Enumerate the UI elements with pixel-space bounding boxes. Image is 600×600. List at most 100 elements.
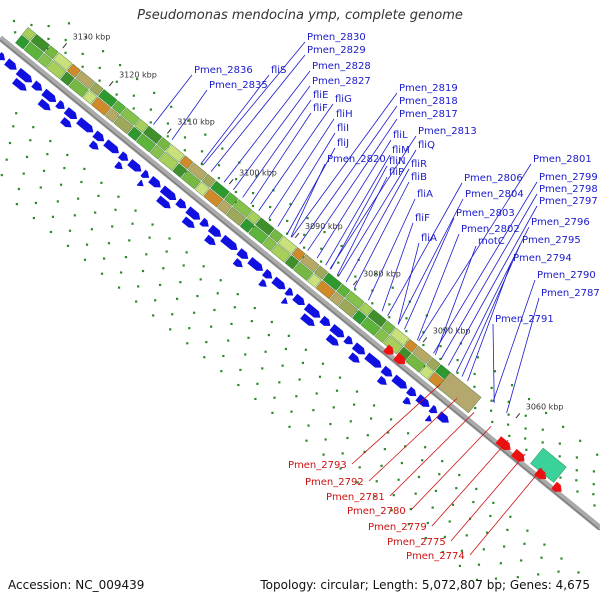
gc-dot [541, 441, 544, 444]
gene-label: motC [478, 236, 505, 247]
forward-gene-arrow [4, 58, 17, 70]
gc-dot [81, 52, 84, 56]
gc-dot [137, 285, 140, 288]
gc-dot [77, 197, 80, 200]
gc-dot [448, 520, 451, 523]
gc-dot [47, 24, 50, 28]
backbone [0, 35, 600, 531]
gc-dot [247, 336, 250, 339]
gc-dot [244, 353, 247, 356]
gene-label: Pmen_2779 [368, 522, 427, 533]
gc-dot [42, 169, 46, 172]
map-title: Pseudomonas mendocina ymp, complete geno… [137, 8, 463, 23]
forward-gene-arrow [60, 117, 72, 128]
gc-dot [338, 376, 342, 379]
gc-dot [390, 509, 393, 512]
gc-dot [391, 286, 394, 289]
gc-dot [540, 556, 543, 559]
reverse-gene-arrow [495, 436, 511, 451]
gc-dot [527, 397, 531, 401]
gc-dot [120, 271, 123, 274]
forward-gene-arrow [140, 169, 150, 178]
gc-dot [73, 214, 76, 217]
forward-gene-arrow [406, 386, 417, 397]
gc-dot [17, 187, 20, 191]
gc-dot [267, 333, 270, 337]
feature-band [246, 210, 261, 225]
forward-gene-arrow [319, 315, 331, 326]
gc-dot [203, 356, 206, 359]
gc-dot [271, 411, 274, 414]
gc-dot [124, 255, 128, 259]
gc-dot [168, 237, 171, 240]
forward-gene-arrow [127, 158, 142, 172]
forward-gene-arrow [391, 374, 408, 389]
feature-band [307, 273, 322, 288]
gc-dot [490, 386, 493, 390]
gc-dot [421, 459, 424, 462]
gene-label: Pmen_2802 [461, 224, 520, 235]
gc-dot [516, 576, 519, 579]
gc-dot [281, 364, 284, 367]
gene-label: fliG [335, 94, 352, 105]
gc-dot [46, 153, 49, 156]
gc-dot [383, 448, 386, 451]
reverse-gene-arrow [534, 467, 547, 480]
gene-label: fliF [415, 213, 430, 224]
feature-band [314, 265, 329, 280]
gc-dot [261, 367, 264, 370]
gc-dot [98, 66, 101, 69]
forward-gene-arrow [88, 140, 99, 150]
gene-label: fliR [411, 159, 427, 170]
gc-dot [84, 36, 88, 39]
gc-dot [370, 417, 373, 420]
gc-dot [166, 122, 170, 125]
forward-gene-arrow [402, 396, 411, 405]
forward-gene-arrow [262, 269, 273, 279]
gc-dot [537, 573, 540, 576]
feature-band [142, 125, 163, 145]
feature-band [360, 316, 381, 336]
gc-dot [320, 247, 323, 250]
gc-dot [473, 372, 476, 376]
gene-label: Pmen_2793 [288, 460, 347, 471]
gc-dot [405, 317, 408, 320]
gc-dot [128, 239, 131, 242]
gc-dot [424, 537, 427, 540]
forward-gene-arrow [303, 303, 321, 318]
gc-dot [204, 133, 207, 136]
gene-label: Pmen_2813 [418, 126, 477, 137]
forward-gene-arrow [55, 100, 65, 109]
gc-dot [32, 126, 35, 129]
gc-dot [499, 562, 502, 565]
gc-dot [183, 149, 186, 152]
gc-dot [371, 289, 374, 292]
gc-dot [388, 316, 391, 319]
forward-gene-arrow [0, 52, 6, 61]
feature-band [300, 254, 320, 273]
gc-dot [154, 299, 157, 302]
gc-dot [222, 354, 225, 358]
gc-dot [541, 428, 544, 431]
gc-dot [579, 439, 582, 442]
gc-dot [507, 423, 510, 426]
gc-dot [272, 189, 275, 192]
feature-band [97, 89, 118, 108]
forward-gene-arrow [41, 88, 57, 102]
gc-dot [29, 139, 32, 142]
gc-dot [526, 529, 529, 532]
gc-dot [349, 420, 352, 423]
forward-gene-arrow [232, 258, 243, 268]
gc-dot [426, 521, 429, 525]
gc-dot [66, 244, 70, 247]
gene-label: Pmen_2806 [464, 173, 523, 184]
gene-label: fliF [313, 103, 328, 114]
gc-dot [507, 413, 510, 416]
feature-band [134, 118, 149, 133]
forward-gene-arrow [329, 324, 345, 338]
gc-dot [592, 483, 595, 486]
forward-gene-arrow [31, 80, 43, 91]
gc-dot [373, 495, 376, 498]
forward-gene-arrow [12, 77, 27, 91]
gc-dot [202, 265, 205, 268]
